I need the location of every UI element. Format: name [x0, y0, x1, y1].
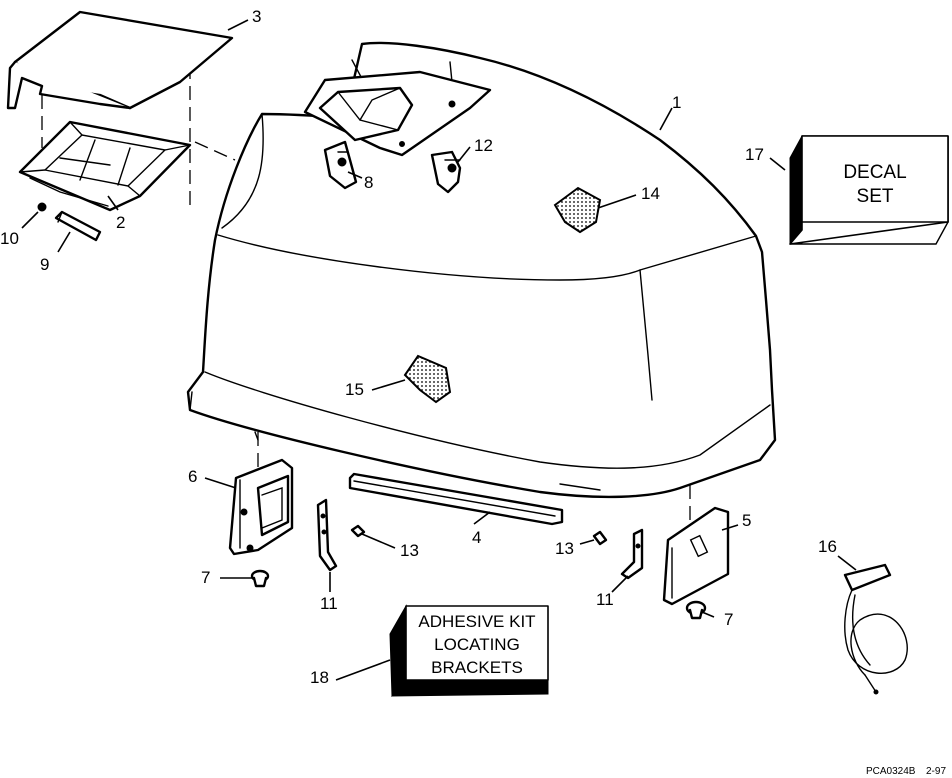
gasket-plate	[18, 120, 192, 212]
pad-15	[403, 354, 452, 404]
callout-7-right: 7	[724, 610, 733, 629]
decal-set-line2: SET	[857, 186, 894, 207]
adhesive-kit-box: ADHESIVE KIT LOCATING BRACKETS	[389, 604, 549, 697]
callout-9: 9	[40, 255, 49, 274]
callout-4: 4	[472, 528, 481, 547]
vent-hood	[6, 10, 234, 110]
callout-2: 2	[116, 213, 125, 232]
callout-11-left: 11	[320, 594, 338, 613]
callout-5: 5	[742, 511, 751, 530]
seal-strip	[348, 472, 564, 526]
decal-set-box: DECAL SET	[789, 135, 949, 245]
screw-13-left	[350, 524, 366, 538]
callout-11-right: 11	[596, 590, 614, 609]
rod-part	[54, 210, 102, 242]
grommet-left	[250, 569, 270, 588]
callout-6: 6	[188, 467, 197, 486]
callout-12: 12	[474, 136, 493, 155]
callout-13-right: 13	[555, 539, 574, 558]
latch-bracket	[228, 458, 294, 556]
callout-18: 18	[310, 668, 329, 687]
callout-8: 8	[364, 173, 373, 192]
page-number: 2-97	[926, 766, 946, 777]
callout-7-left: 7	[201, 568, 210, 587]
cable-assembly	[843, 563, 908, 695]
adhesive-kit-line2: LOCATING	[434, 635, 520, 654]
callout-15: 15	[345, 380, 364, 399]
footer: PCA0324B 2-97	[866, 766, 946, 777]
callout-1: 1	[672, 93, 681, 112]
callout-13-left: 13	[400, 541, 419, 560]
callout-17: 17	[745, 145, 764, 164]
screw-13-right	[592, 530, 608, 546]
callout-16: 16	[818, 537, 837, 556]
air-intake-grille	[303, 70, 492, 157]
callout-14: 14	[641, 184, 660, 203]
screw-part	[37, 202, 47, 212]
clip-8	[323, 140, 358, 190]
callout-3: 3	[252, 7, 261, 26]
side-plate	[662, 506, 730, 606]
callout-10: 10	[0, 229, 19, 248]
decal-set-line1: DECAL	[843, 162, 906, 183]
clip-12	[430, 150, 462, 194]
l-bracket-right	[620, 528, 644, 580]
adhesive-kit-line3: BRACKETS	[431, 658, 523, 677]
grommet-right	[685, 600, 707, 620]
engine-cover	[186, 41, 777, 499]
pad-14	[553, 186, 602, 234]
l-bracket-left	[316, 498, 338, 572]
leader-lines	[21, 19, 857, 681]
drawing-id: PCA0324B	[866, 766, 916, 777]
adhesive-kit-line1: ADHESIVE KIT	[418, 612, 535, 631]
callouts: 1 2 3 4 5 6 7 7 8 9 10 11 11 12 13 13 14…	[0, 7, 837, 687]
